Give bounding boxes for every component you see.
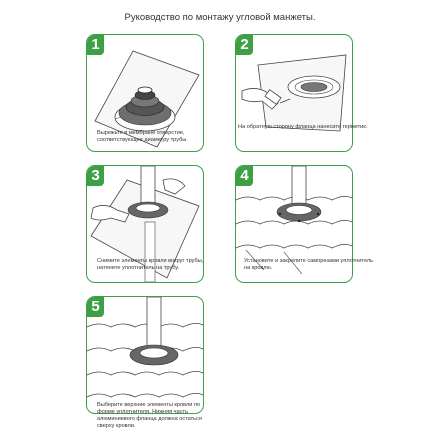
step-5-number: 5: [87, 297, 104, 317]
step-2-card: 2: [235, 34, 353, 152]
step-4-caption: Установите и закрепите саморезами уплотн…: [244, 258, 374, 271]
step-3-number: 3: [87, 166, 104, 186]
step-1-illustration: [94, 50, 200, 148]
step-1-caption: Вырежьте в мембране отверстие, соответст…: [97, 130, 188, 143]
step-5-illustration: [87, 297, 203, 398]
step-2-number: 2: [236, 35, 253, 55]
step-1-card: 1: [86, 34, 204, 152]
page-title: Руководство по монтажу угловой манжеты.: [124, 12, 316, 23]
step-4-number: 4: [236, 166, 253, 186]
step-3-caption: Снимите элементы кровли вокруг трубы, на…: [97, 258, 204, 271]
step-4-illustration: [236, 166, 352, 275]
step-2-illustration: [241, 54, 347, 132]
step-4-card: 4: [235, 165, 353, 283]
step-5-card: 5: [86, 296, 204, 414]
step-5-caption: Выберите верхние элементы кровли по форм…: [97, 402, 202, 429]
step-1-number: 1: [87, 35, 104, 55]
step-2-caption: На обратную сторону фланца нанесите герм…: [238, 124, 368, 130]
step-3-illustration: [90, 166, 200, 282]
step-3-card: 3: [86, 165, 204, 283]
